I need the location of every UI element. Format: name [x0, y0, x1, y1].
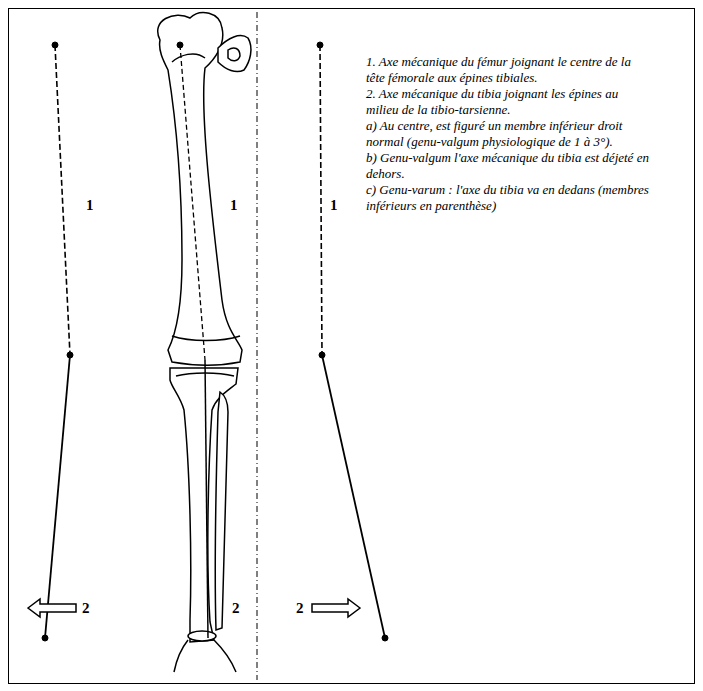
ankle-fragment: [174, 640, 236, 672]
joint-dot: [42, 635, 48, 641]
vertical-reference: [257, 12, 258, 680]
note-text: 2. Axe mécanique du tibia joignant les é…: [366, 86, 652, 118]
callout-number: 2: [82, 601, 90, 616]
condyle-line: [172, 336, 240, 341]
frame: [9, 9, 695, 684]
tibia-axis: [45, 355, 70, 638]
callout-number: 1: [86, 198, 94, 213]
callout-number: 2: [296, 601, 304, 616]
callout-number: 1: [330, 198, 338, 213]
femur-axis: [180, 45, 205, 360]
tibia-axis: [322, 355, 385, 638]
note-text: 1. Axe mécanique du fémur joignant le ce…: [366, 54, 652, 86]
pelvis-fragment: [218, 36, 251, 72]
fibula: [215, 392, 228, 630]
genu-valgum-axes: [28, 42, 76, 641]
joint-dot: [382, 635, 388, 641]
joint-dot: [67, 352, 73, 358]
tibia-axis: [205, 360, 208, 638]
tibia: [170, 368, 238, 642]
callout-number: 1: [230, 198, 238, 213]
lower-limb-bones: [158, 13, 251, 672]
joint-dot: [317, 42, 323, 48]
note-text: c) Genu-varum : l'axe du tibia va en ded…: [366, 182, 652, 214]
callout-number: 2: [232, 601, 240, 616]
direction-arrow: [312, 599, 360, 617]
note-text: b) Genu-valgum l'axe mécanique du tibia …: [366, 150, 652, 182]
joint-dot: [52, 42, 58, 48]
femur-axis: [320, 45, 322, 355]
femur-neck: [172, 54, 205, 62]
note-text: a) Au centre, est figuré un membre infér…: [366, 118, 652, 150]
legend-notes: 1. Axe mécanique du fémur joignant le ce…: [366, 54, 652, 214]
direction-arrow: [28, 599, 76, 617]
acetabulum: [228, 48, 240, 61]
center-axes: [177, 12, 257, 680]
malleolus: [188, 631, 216, 641]
joint-dot: [177, 42, 183, 48]
femur-axis: [55, 45, 70, 355]
joint-dot: [319, 352, 325, 358]
